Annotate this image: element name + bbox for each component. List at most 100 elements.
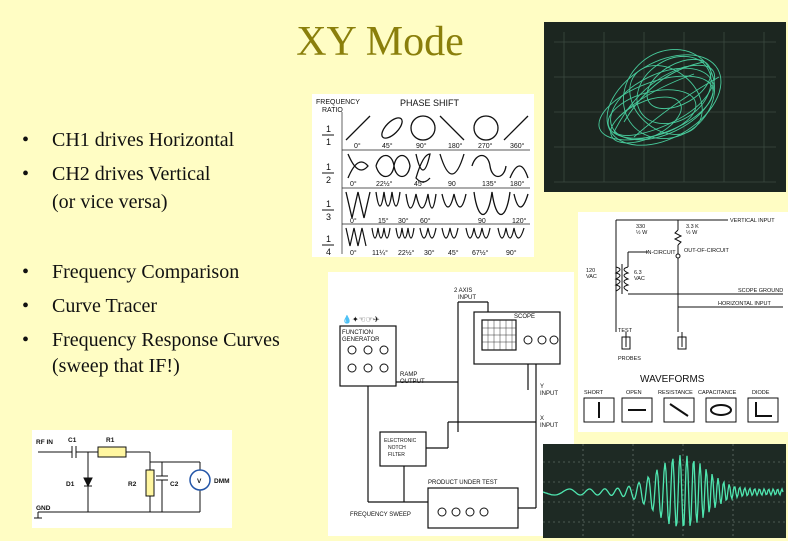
primary-vac-label: VAC xyxy=(586,274,597,280)
lissajous-row-4 xyxy=(345,227,525,247)
r2-label: R2 xyxy=(128,481,137,488)
svg-text:0°: 0° xyxy=(350,249,357,257)
y-label: Y xyxy=(540,384,544,390)
frequency-response-setup: 💧✦☜☞✈ xyxy=(328,272,574,536)
svg-text:90°: 90° xyxy=(506,249,517,257)
lissajous-row-1 xyxy=(345,115,529,141)
sweep-grid xyxy=(543,444,786,538)
svg-text:30°: 30° xyxy=(398,217,409,225)
svg-text:22½°: 22½° xyxy=(376,180,393,188)
voltmeter-v-label: V xyxy=(197,478,202,485)
notch-filter-label: ELECTRONIC xyxy=(384,438,417,444)
c1-label: C1 xyxy=(68,437,77,444)
bullet-continuation: (or vice versa) xyxy=(52,191,168,213)
r1-wattage: ½ W xyxy=(636,229,648,236)
test-probes-label-2: PROBES xyxy=(618,356,641,362)
function-generator-label-2: GENERATOR xyxy=(342,337,380,343)
bullet-item: •CH1 drives Horizontal xyxy=(22,128,234,152)
bullet-item: •Frequency Response Curves xyxy=(22,328,280,352)
x-input-label: INPUT xyxy=(540,423,558,429)
svg-text:1: 1 xyxy=(326,199,331,209)
bullet-dot: • xyxy=(22,163,30,185)
r1-value: 330 xyxy=(636,224,645,230)
waveform-labels: SHORT OPEN RESISTANCE CAPACITANCE DIODE xyxy=(584,390,770,396)
row-4-phase-labels: 0°11¼°22½°30°45°67½°90° xyxy=(350,249,517,257)
svg-text:0°: 0° xyxy=(354,142,361,150)
sweep-trace xyxy=(543,455,784,527)
lissajous-svg: FREQUENCY RATIO PHASE SHIFT 11 12 13 14 … xyxy=(316,98,530,257)
bullet-list-b: •Frequency Comparison •Curve Tracer •Fre… xyxy=(22,260,280,378)
bullet-dot: • xyxy=(22,295,30,317)
svg-text:CAPACITANCE: CAPACITANCE xyxy=(698,390,737,396)
horizontal-input-label: HORIZONTAL INPUT xyxy=(718,301,772,307)
svg-text:4: 4 xyxy=(326,247,331,257)
scope-xy-svg xyxy=(544,22,786,192)
bullet-text: Curve Tracer xyxy=(52,295,157,317)
setup-labels: FUNCTION GENERATOR 2 AXIS INPUT SCOPE RA… xyxy=(342,288,558,518)
svg-text:1: 1 xyxy=(326,124,331,134)
rf-detector-schematic: RF IN C1 R1 D1 R2 C2 V DMM GND xyxy=(32,430,232,528)
scope-ground-label: SCOPE GROUND xyxy=(738,288,783,294)
bullet-dot: • xyxy=(22,261,30,283)
lissajous-row-3 xyxy=(345,191,529,219)
voltmeter-icon xyxy=(189,469,211,491)
svg-text:90: 90 xyxy=(448,181,456,188)
y-input-label: INPUT xyxy=(540,391,558,397)
instrument-knobs xyxy=(347,335,559,517)
svg-text:RESISTANCE: RESISTANCE xyxy=(658,390,693,396)
table-grid xyxy=(341,112,530,254)
freq-ratio-label: FREQUENCY xyxy=(316,99,360,106)
svg-text:45°: 45° xyxy=(414,180,425,188)
decorative-symbols: 💧✦☜☞✈ xyxy=(342,314,380,324)
rf-in-label: RF IN xyxy=(36,439,53,446)
sweep-response-photo xyxy=(543,444,786,538)
setup-wiring xyxy=(339,301,561,529)
vertical-input-label: VERTICAL INPUT xyxy=(730,218,775,224)
bullet-item: •CH2 drives Vertical xyxy=(22,162,234,186)
ratio-column: 11 12 13 14 xyxy=(322,124,334,257)
curve-tracer-wiring xyxy=(614,219,783,350)
bullet-item: • Curve Tracer xyxy=(22,294,280,318)
row-1-phase-labels: 0°45°90°180°270°360° xyxy=(354,142,525,150)
scope-label: SCOPE xyxy=(514,314,535,320)
ramp-label: RAMP xyxy=(400,372,417,378)
bullet-item: •Frequency Comparison xyxy=(22,260,280,284)
curve-tracer-diagram: VERTICAL INPUT 330 ½ W 3.3 K ½ W IN-CIRC… xyxy=(578,212,788,432)
svg-text:90°: 90° xyxy=(416,142,427,150)
dmm-label: DMM xyxy=(214,478,230,485)
in-circuit-label: IN-CIRCUIT xyxy=(646,250,676,256)
bullet-continuation: (sweep that IF!) xyxy=(52,355,180,377)
bullet-dot: • xyxy=(22,129,30,151)
bullet-text: Frequency Response Curves xyxy=(52,329,280,351)
waveforms-title: WAVEFORMS xyxy=(640,374,705,385)
svg-text:270°: 270° xyxy=(478,142,493,150)
svg-text:1: 1 xyxy=(326,234,331,244)
svg-text:120°: 120° xyxy=(512,217,527,225)
svg-text:30°: 30° xyxy=(424,249,435,257)
two-axis-label: 2 AXIS xyxy=(454,288,472,294)
slide-title: XY Mode xyxy=(296,19,464,65)
lissajous-row-2 xyxy=(347,153,529,183)
svg-text:135°: 135° xyxy=(482,180,497,188)
curve-tracer-labels: VERTICAL INPUT 330 ½ W 3.3 K ½ W IN-CIRC… xyxy=(586,218,783,362)
svg-text:45°: 45° xyxy=(448,249,459,257)
xy-trace-cloud xyxy=(598,48,722,146)
svg-text:1: 1 xyxy=(326,137,331,147)
svg-text:SHORT: SHORT xyxy=(584,390,604,396)
x-label: X xyxy=(540,416,544,422)
detector-labels: RF IN C1 R1 D1 R2 C2 V DMM GND xyxy=(36,437,230,512)
secondary-voltage: 6.3 xyxy=(634,270,642,276)
sweep-response-svg xyxy=(543,444,786,538)
svg-text:DIODE: DIODE xyxy=(752,390,770,396)
ramp-output-label: OUTPUT xyxy=(400,379,425,385)
product-under-test-label: PRODUCT UNDER TEST xyxy=(428,480,498,486)
phase-shift-label: PHASE SHIFT xyxy=(400,98,460,108)
svg-text:0°: 0° xyxy=(350,180,357,188)
primary-voltage: 120 xyxy=(586,268,595,274)
svg-text:15°: 15° xyxy=(378,217,389,225)
svg-text:180°: 180° xyxy=(510,180,525,188)
freq-response-svg: 💧✦☜☞✈ xyxy=(339,288,561,529)
freq-ratio-label-2: RATIO xyxy=(322,107,343,114)
